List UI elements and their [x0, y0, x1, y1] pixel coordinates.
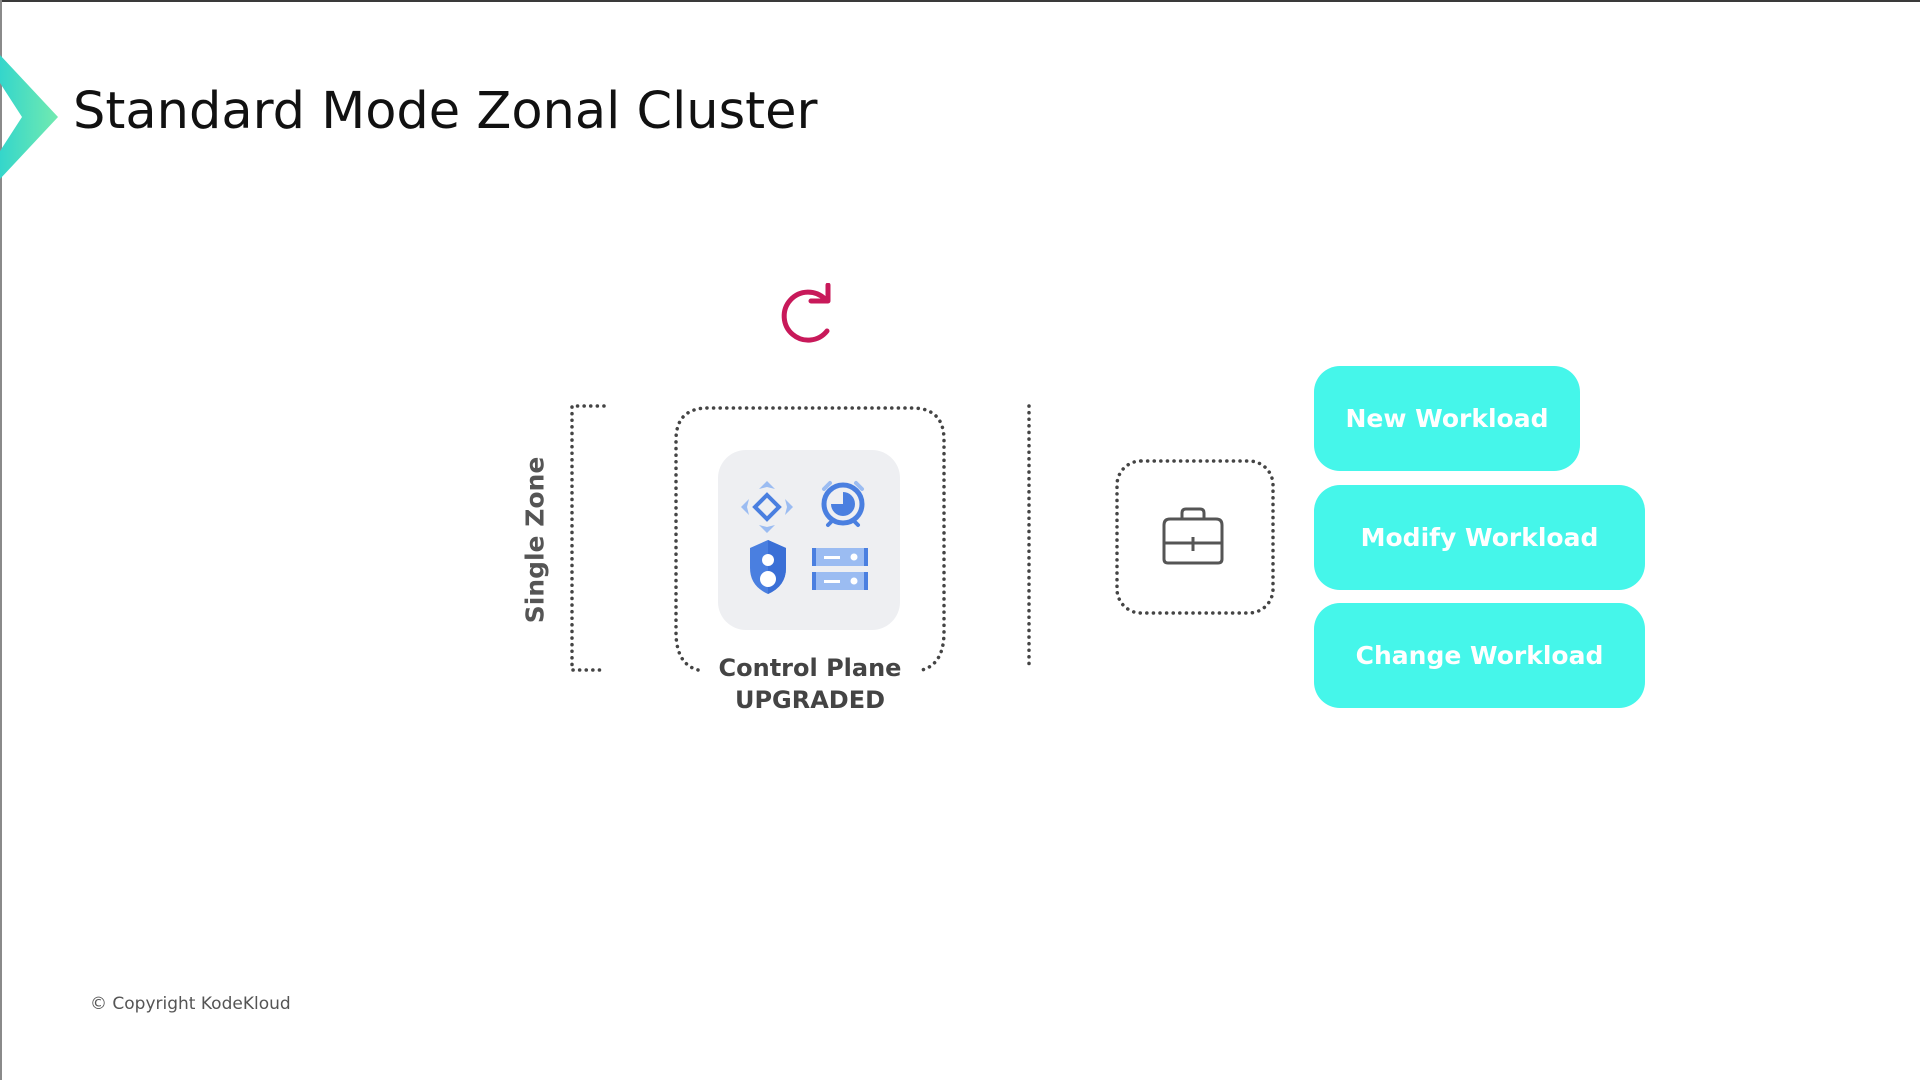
refresh-icon: [781, 283, 831, 343]
control-plane-tile: [718, 450, 900, 630]
frame-left-border: [0, 0, 2, 1080]
workload-boundary: [1115, 459, 1275, 615]
control-plane-label: Control Plane UPGRADED: [690, 652, 930, 716]
server-stack-icon: [812, 548, 868, 590]
new-workload-button[interactable]: New Workload: [1314, 366, 1580, 471]
slide-title: Standard Mode Zonal Cluster: [73, 82, 818, 141]
zone-label: Single Zone: [520, 456, 550, 624]
shield-user-icon: [750, 540, 786, 594]
briefcase-icon: [1162, 507, 1224, 565]
zone-divider: [1027, 404, 1031, 672]
alarm-clock-icon: [821, 481, 865, 527]
move-arrows-icon: [741, 481, 793, 533]
modify-workload-button[interactable]: Modify Workload: [1314, 485, 1645, 590]
frame-top-border: [0, 0, 1920, 2]
change-workload-button[interactable]: Change Workload: [1314, 603, 1645, 708]
brand-chevron-icon: [0, 55, 58, 179]
control-plane-status: UPGRADED: [734, 686, 886, 714]
control-plane-title: Control Plane: [718, 654, 902, 682]
copyright-notice: © Copyright KodeKloud: [90, 994, 291, 1014]
control-plane-boundary: [674, 406, 946, 672]
zone-bracket: [570, 404, 606, 672]
